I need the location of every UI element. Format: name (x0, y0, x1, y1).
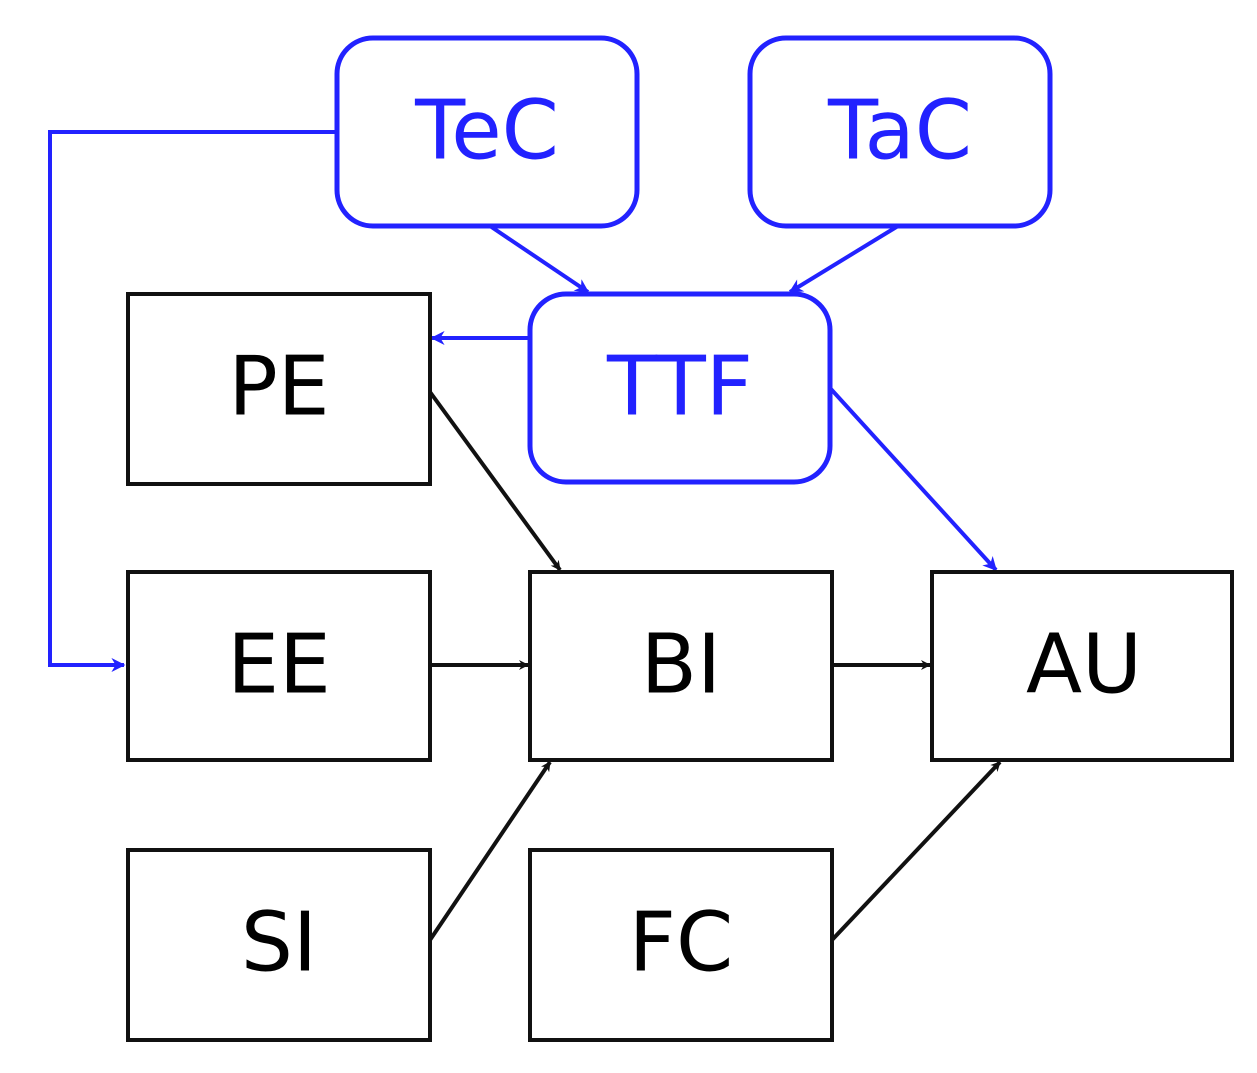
node-bi-box (528, 570, 834, 762)
edges (48, 130, 1002, 942)
node-pe-label: PE (228, 339, 329, 434)
node-si-box (126, 848, 432, 1042)
node-si-label: SI (241, 895, 317, 990)
node-au: AU (930, 570, 1234, 762)
node-tac: TaC (747, 35, 1053, 229)
node-ttf-box (527, 291, 833, 485)
node-tec: TeC (334, 35, 640, 229)
edge-tec-to-ee (48, 130, 337, 672)
node-tac-label: TaC (827, 83, 972, 178)
node-ttf: TTF (527, 291, 833, 485)
node-ee: EE (126, 570, 432, 762)
node-tec-label: TeC (414, 83, 559, 178)
node-ee-label: EE (227, 617, 331, 712)
edge-tec-to-ttf (488, 224, 590, 294)
node-au-box (930, 570, 1234, 762)
edge-si-to-bi (428, 760, 552, 942)
node-fc-box (528, 848, 834, 1042)
edge-pe-to-bi (428, 390, 562, 572)
node-tec-box (334, 35, 640, 229)
node-fc: FC (528, 848, 834, 1042)
edge-fc-to-au (830, 760, 1002, 942)
node-pe-box (126, 292, 432, 486)
node-tac-box (747, 35, 1053, 229)
node-fc-label: FC (629, 895, 733, 990)
nodes: TeC TaC TTF PE EE BI AU (126, 35, 1234, 1042)
node-bi-label: BI (641, 617, 721, 712)
node-ttf-label: TTF (606, 339, 753, 434)
node-ee-box (126, 570, 432, 762)
node-si: SI (126, 848, 432, 1042)
node-bi: BI (528, 570, 834, 762)
edge-ttf-to-au (828, 386, 998, 572)
edge-tac-to-ttf (788, 224, 900, 294)
node-pe: PE (126, 292, 432, 486)
node-au-label: AU (1026, 617, 1142, 712)
